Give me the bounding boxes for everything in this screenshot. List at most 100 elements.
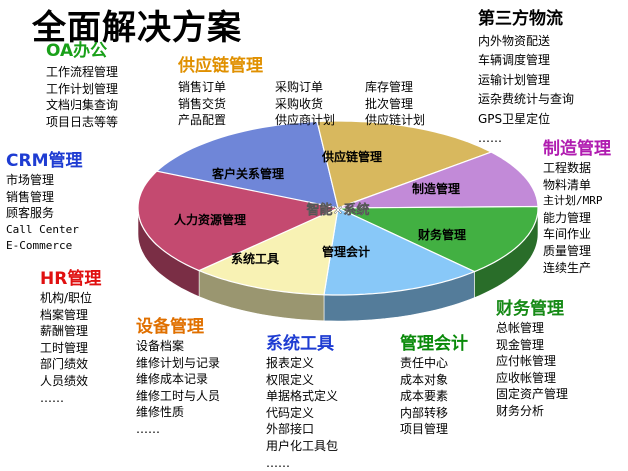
manufacturing-item: 物料清单 xyxy=(543,177,592,192)
pie-slice-label: 系统工具 xyxy=(231,251,279,266)
hr-item: 档案管理 xyxy=(40,307,89,322)
hr-item: …… xyxy=(40,390,64,405)
oa-group: OA办公 工作流程管理 工作计划管理 文档归集查询 项目日志等等 xyxy=(46,40,118,130)
supply-chain-item: 批次管理 xyxy=(365,96,414,111)
oa-title: OA办公 xyxy=(46,41,108,61)
equipment-group: 设备管理 设备档案 维修计划与记录 维修成本记录 维修工时与人员 维修性质 …… xyxy=(136,316,220,438)
pie-slice xyxy=(337,151,539,209)
pie-slice-label: 客户关系管理 xyxy=(211,166,284,181)
hr-item: 部门绩效 xyxy=(40,357,89,372)
supply-chain-group: 供应链管理 销售订单 采购订单 库存管理 销售交货 采购收货 批次管理 产品配置… xyxy=(178,55,445,129)
supply-chain-title: 供应链管理 xyxy=(178,56,263,76)
oa-item: 工作计划管理 xyxy=(46,81,119,96)
finance-item: 应收帐管理 xyxy=(496,370,557,385)
finance-item: 应付帐管理 xyxy=(496,354,557,369)
finance-item: 固定资产管理 xyxy=(496,387,569,402)
logistics-item: …… xyxy=(478,131,502,146)
hr-item: 薪酬管理 xyxy=(40,324,89,339)
system-tools-item: 报表定义 xyxy=(266,356,315,370)
system-tools-group: 系统工具 报表定义 权限定义 单据格式定义 代码定义 外部接口 用户化工具包 …… xyxy=(266,333,338,471)
equipment-item: …… xyxy=(136,421,160,436)
management-accounting-group: 管理会计 责任中心 成本对象 成本要素 内部转移 项目管理 xyxy=(400,333,468,438)
supply-chain-item: 销售交货 xyxy=(178,96,227,111)
pie-slice xyxy=(337,205,539,273)
pie-center-label: 智能×系统 xyxy=(307,202,370,218)
supply-chain-item: 销售订单 xyxy=(178,80,227,94)
supply-chain-item: 采购订单 xyxy=(275,80,324,94)
pie-slice-label: 人力资源管理 xyxy=(174,212,246,227)
pie-slice-label: 管理会计 xyxy=(322,244,370,259)
system-tools-item: 外部接口 xyxy=(266,422,315,437)
finance-group: 财务管理 总帐管理 现金管理 应付帐管理 应收帐管理 固定资产管理 财务分析 xyxy=(496,298,568,420)
manufacturing-item: 质量管理 xyxy=(543,243,592,258)
hr-item: 工时管理 xyxy=(40,340,89,355)
logistics-item: GPS卫星定位 xyxy=(478,111,551,126)
supply-chain-item: 供应商计划 xyxy=(275,113,336,128)
management-accounting-title: 管理会计 xyxy=(400,334,468,354)
manufacturing-item: 主计划/MRP xyxy=(543,194,603,208)
equipment-item: 维修工时与人员 xyxy=(136,388,221,403)
pie-slice-label: 制造管理 xyxy=(412,181,460,196)
system-tools-item: 权限定义 xyxy=(266,372,315,387)
supply-chain-item: 采购收货 xyxy=(275,96,324,111)
system-tools-item: 单据格式定义 xyxy=(266,389,339,404)
supply-chain-item: 产品配置 xyxy=(178,113,227,128)
crm-title: CRM管理 xyxy=(6,151,83,171)
logistics-item: 运杂费统计与查询 xyxy=(478,92,575,107)
crm-item: E-Commerce xyxy=(6,239,73,253)
finance-item: 现金管理 xyxy=(496,337,545,352)
management-accounting-item: 成本对象 xyxy=(400,372,449,387)
hr-group: HR管理 机构/职位 档案管理 薪酬管理 工时管理 部门绩效 人员绩效 …… xyxy=(40,268,101,406)
equipment-title: 设备管理 xyxy=(136,317,204,337)
finance-item: 财务分析 xyxy=(496,403,545,418)
finance-item: 总帐管理 xyxy=(496,321,545,335)
crm-item: 销售管理 xyxy=(6,189,55,204)
crm-item: 市场管理 xyxy=(6,173,55,187)
logistics-item: 运输计划管理 xyxy=(478,72,551,87)
equipment-item: 维修性质 xyxy=(136,405,185,420)
logistics-item: 车辆调度管理 xyxy=(478,53,551,68)
third-party-logistics-group: 第三方物流 内外物资配送 车辆调度管理 运输计划管理 运杂费统计与查询 GPS卫… xyxy=(478,8,574,148)
manufacturing-item: 车间作业 xyxy=(543,227,592,242)
pie-top xyxy=(137,120,539,296)
hr-title: HR管理 xyxy=(40,269,102,289)
page-title: 全面解决方案 xyxy=(32,8,242,48)
system-tools-item: 用户化工具包 xyxy=(266,438,339,453)
pie-slice xyxy=(197,206,339,296)
supply-chain-item: 供应链计划 xyxy=(365,113,426,128)
supply-chain-item: 库存管理 xyxy=(365,80,414,94)
hr-item: 人员绩效 xyxy=(40,373,89,388)
system-tools-item: 代码定义 xyxy=(266,405,315,420)
hr-item: 机构/职位 xyxy=(40,291,93,305)
oa-item: 工作流程管理 xyxy=(46,65,119,79)
logistics-item: 内外物资配送 xyxy=(478,34,551,48)
oa-item: 项目日志等等 xyxy=(46,114,119,129)
management-accounting-item: 成本要素 xyxy=(400,389,449,404)
system-tools-item: …… xyxy=(266,455,290,470)
third-party-logistics-title: 第三方物流 xyxy=(478,9,563,29)
management-accounting-item: 项目管理 xyxy=(400,422,449,437)
pie-slice-label: 供应链管理 xyxy=(321,149,382,164)
pie-slice xyxy=(323,207,476,296)
pie-slice xyxy=(316,120,493,209)
crm-item: Call Center xyxy=(6,222,79,236)
system-tools-title: 系统工具 xyxy=(266,334,334,354)
manufacturing-item: 能力管理 xyxy=(543,210,592,225)
equipment-item: 设备档案 xyxy=(136,339,185,353)
equipment-item: 维修计划与记录 xyxy=(136,355,221,370)
manufacturing-title: 制造管理 xyxy=(543,139,611,159)
crm-group: CRM管理 市场管理 销售管理 顾客服务 Call Center E-Comme… xyxy=(6,150,82,255)
pie-slice-label: 财务管理 xyxy=(417,227,466,242)
pie-slice xyxy=(137,170,340,272)
manufacturing-item: 工程数据 xyxy=(543,161,592,175)
finance-title: 财务管理 xyxy=(496,299,564,319)
manufacturing-group: 制造管理 工程数据 物料清单 主计划/MRP 能力管理 车间作业 质量管理 连续… xyxy=(543,138,611,276)
manufacturing-item: 连续生产 xyxy=(543,260,592,275)
oa-item: 文档归集查询 xyxy=(46,98,119,113)
management-accounting-item: 内部转移 xyxy=(400,405,449,420)
equipment-item: 维修成本记录 xyxy=(136,372,209,387)
management-accounting-item: 责任中心 xyxy=(400,356,449,370)
crm-item: 顾客服务 xyxy=(6,206,55,221)
